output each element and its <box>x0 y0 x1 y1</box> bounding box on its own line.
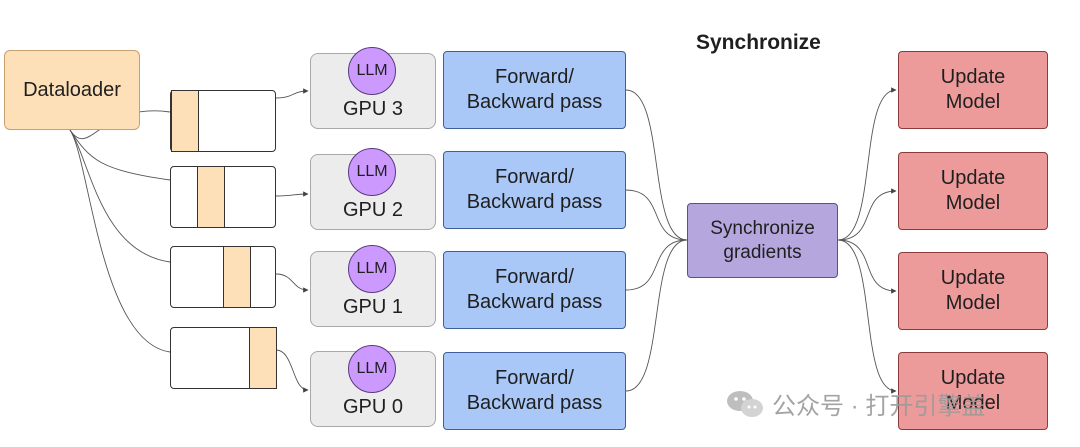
shard-segment <box>249 327 278 389</box>
watermark-text: 公众号 · 打开引擎盖 <box>772 393 986 420</box>
model-label: Model <box>945 292 1001 314</box>
forward-backward-box: Forward/Backward pass <box>443 51 626 129</box>
llm-badge: LLM <box>348 47 396 95</box>
backward-label: Backward pass <box>466 392 603 414</box>
shard-to-gpu-arrow <box>275 349 309 393</box>
update-label: Update <box>940 167 1006 189</box>
llm-badge: LLM <box>348 345 396 393</box>
gpu-box: LLM GPU 3 <box>310 47 436 129</box>
backward-label: Backward pass <box>466 91 603 113</box>
watermark: 公众号 · 打开引擎盖 <box>726 386 985 421</box>
llm-label: LLM <box>356 260 388 277</box>
forward-backward-box: Forward/Backward pass <box>443 151 626 229</box>
update-label: Update <box>940 367 1006 389</box>
forward-label: Forward/ <box>495 367 574 389</box>
model-label: Model <box>945 91 1001 113</box>
sync-line1: Synchronize <box>710 217 815 239</box>
shard-to-gpu-arrow <box>275 191 309 197</box>
llm-label: LLM <box>356 163 388 180</box>
gpu-box: LLM GPU 0 <box>310 345 436 427</box>
dataloader-label: Dataloader <box>23 78 121 101</box>
backward-label: Backward pass <box>466 291 603 313</box>
forward-label: Forward/ <box>495 166 574 188</box>
forward-to-sync-line <box>625 239 688 291</box>
sync-to-update-arrow <box>837 188 897 241</box>
gpu-label: GPU 2 <box>342 199 404 221</box>
forward-label: Forward/ <box>495 66 574 88</box>
shard-segment <box>197 166 226 228</box>
llm-label: LLM <box>356 360 388 377</box>
forward-label: Forward/ <box>495 266 574 288</box>
forward-backward-box: Forward/Backward pass <box>443 352 626 430</box>
model-label: Model <box>945 392 1001 414</box>
sync-line2: gradients <box>723 241 802 263</box>
llm-label: LLM <box>356 62 388 79</box>
backward-label: Backward pass <box>466 191 603 213</box>
forward-to-sync-line <box>625 189 688 241</box>
dataloader-to-shard-line <box>69 129 171 353</box>
forward-to-sync-line <box>625 239 688 392</box>
gpu-box: LLM GPU 2 <box>310 148 436 230</box>
llm-badge: LLM <box>348 245 396 293</box>
sync-to-update-arrow <box>837 87 897 241</box>
shard-to-gpu-arrow <box>275 88 309 99</box>
update-label: Update <box>940 267 1006 289</box>
data-shard-gpu0 <box>170 327 278 389</box>
synchronize-title: Synchronize <box>696 31 821 54</box>
gpu-label: GPU 0 <box>342 396 404 418</box>
gpu-label: GPU 1 <box>342 296 404 318</box>
shard-segment <box>223 246 252 308</box>
gpu-label: GPU 3 <box>342 98 404 120</box>
update-label: Update <box>940 66 1006 88</box>
shard-segment <box>171 90 200 152</box>
dataloader-to-shard-line <box>69 129 171 181</box>
dataloader-to-shard-line <box>69 129 171 263</box>
forward-backward-box: Forward/Backward pass <box>443 251 626 329</box>
sync-to-update-arrow <box>837 239 897 394</box>
wechat-icon <box>727 390 763 417</box>
model-label: Model <box>945 192 1001 214</box>
data-shard-gpu1 <box>170 246 276 308</box>
sync-to-update-arrow <box>837 239 897 294</box>
data-shard-gpu3 <box>170 90 276 152</box>
shard-to-gpu-arrow <box>275 273 309 293</box>
forward-to-sync-line <box>625 89 688 241</box>
data-shard-gpu2 <box>170 166 276 228</box>
gpu-box: LLM GPU 1 <box>310 245 436 327</box>
llm-badge: LLM <box>348 148 396 196</box>
dataloader-box: Dataloader <box>4 50 140 130</box>
